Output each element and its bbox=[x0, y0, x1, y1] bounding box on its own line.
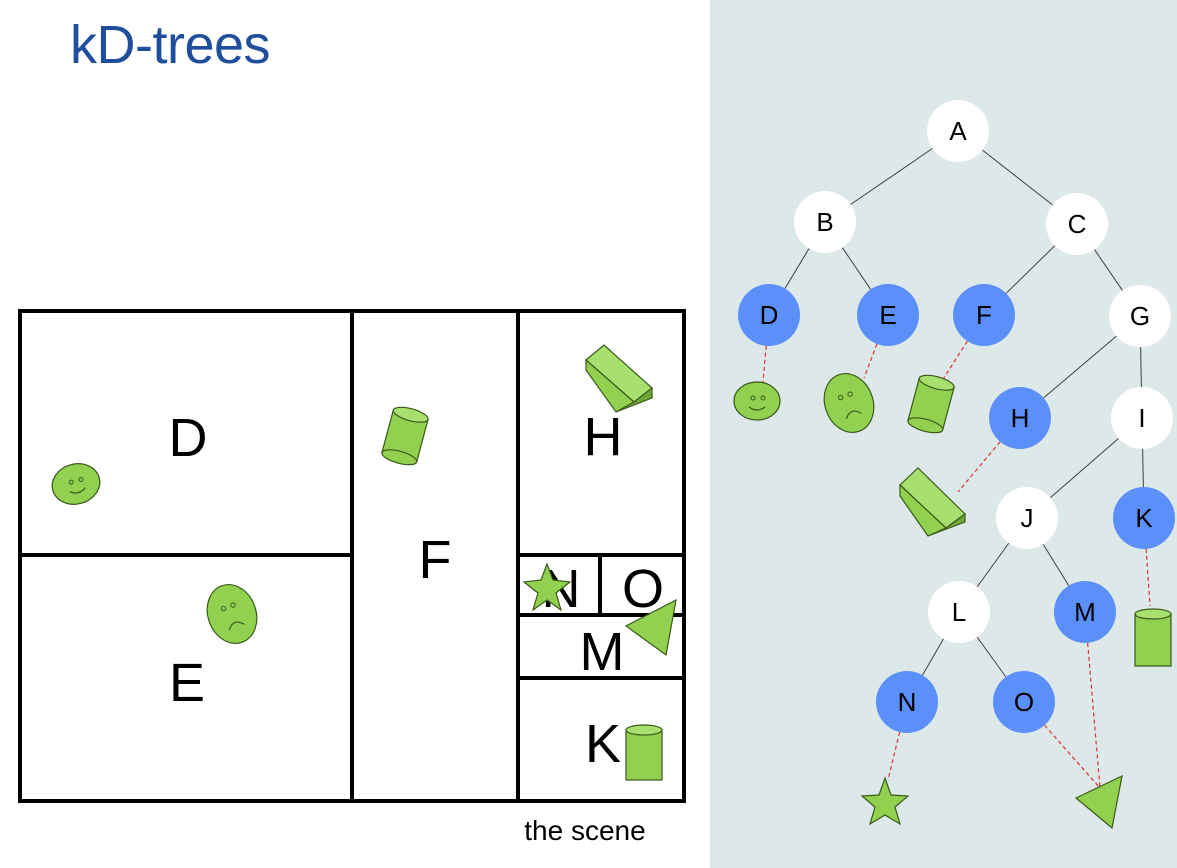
tree-node-l: L bbox=[928, 581, 990, 643]
tree-node-circle bbox=[857, 284, 919, 346]
cylinder-icon bbox=[381, 406, 429, 466]
object-link-d bbox=[762, 345, 767, 383]
object-link-m bbox=[1087, 642, 1101, 789]
tree-node-k: K bbox=[1113, 487, 1175, 549]
tree-node-label: E bbox=[879, 300, 896, 330]
tree-node-circle bbox=[993, 671, 1055, 733]
object-link-h bbox=[957, 441, 1001, 493]
tree-edges bbox=[784, 148, 1144, 678]
tree-node-e: E bbox=[857, 284, 919, 346]
region-label-k: K bbox=[585, 714, 621, 774]
tree-smiley-face-icon bbox=[733, 381, 781, 421]
tree-node-label: I bbox=[1138, 403, 1145, 433]
tree-node-g: G bbox=[1109, 285, 1171, 347]
tree-edge-l-o bbox=[976, 636, 1007, 678]
tree-node-circle bbox=[1054, 581, 1116, 643]
page-title: kD-trees bbox=[70, 15, 271, 75]
tree-edge-i-j bbox=[1050, 437, 1119, 499]
region-label-e: E bbox=[169, 653, 205, 713]
tree-node-circle bbox=[1111, 387, 1173, 449]
tree-node-label: O bbox=[1014, 687, 1034, 717]
tree-edge-j-l bbox=[976, 542, 1010, 588]
object-link-k bbox=[1145, 548, 1151, 607]
tree-node-label: H bbox=[1011, 403, 1030, 433]
tree-edge-a-c bbox=[982, 149, 1053, 206]
tree-node-j: J bbox=[996, 487, 1058, 549]
region-label-h: H bbox=[584, 407, 623, 467]
box-icon bbox=[585, 344, 653, 413]
object-link-f bbox=[939, 340, 968, 385]
tree-box-icon bbox=[899, 467, 966, 537]
tree-node-circle bbox=[794, 191, 856, 253]
tree-edge-c-g bbox=[1094, 249, 1123, 291]
frowny-face-icon bbox=[206, 584, 258, 644]
tree-node-label: L bbox=[952, 597, 966, 627]
tree-edge-b-d bbox=[784, 248, 810, 289]
tree-frowny-face-icon bbox=[823, 373, 875, 433]
tree-node-o: O bbox=[993, 671, 1055, 733]
tree-edge-a-b bbox=[850, 148, 933, 205]
object-links bbox=[762, 340, 1151, 789]
region-label-m: M bbox=[580, 622, 625, 682]
tree-node-circle bbox=[928, 581, 990, 643]
tree-node-label: G bbox=[1130, 301, 1150, 331]
tree-node-h: H bbox=[989, 387, 1051, 449]
tree-nodes: A B C D E F G H I J K L M N O bbox=[738, 100, 1175, 733]
tree-node-f: F bbox=[953, 284, 1015, 346]
tree-node-circle bbox=[927, 100, 989, 162]
region-label-o: O bbox=[622, 559, 664, 619]
tree-edge-l-n bbox=[922, 638, 944, 676]
object-link-e bbox=[863, 343, 878, 379]
object-link-n bbox=[887, 731, 901, 781]
scene-partition bbox=[18, 309, 686, 803]
tree-edge-i-k bbox=[1142, 448, 1144, 488]
star-icon bbox=[522, 562, 572, 612]
tree-edge-c-f bbox=[1005, 245, 1056, 294]
tree-edge-g-h bbox=[1043, 335, 1117, 399]
object-link-o bbox=[1044, 724, 1101, 789]
tree-node-d: D bbox=[738, 284, 800, 346]
tree-star-icon bbox=[860, 776, 910, 826]
tree-node-circle bbox=[989, 387, 1051, 449]
tree-edge-g-i bbox=[1140, 346, 1142, 388]
tree-node-circle bbox=[876, 671, 938, 733]
tree-edge-j-m bbox=[1042, 544, 1070, 586]
tree-node-label: D bbox=[760, 300, 779, 330]
tree-node-a: A bbox=[927, 100, 989, 162]
tree-node-label: A bbox=[949, 116, 967, 146]
tree-node-circle bbox=[1109, 285, 1171, 347]
tree-node-circle bbox=[1113, 487, 1175, 549]
tree-node-circle bbox=[1046, 193, 1108, 255]
tree-node-label: N bbox=[898, 687, 917, 717]
tree-node-label: M bbox=[1074, 597, 1096, 627]
region-label-f: F bbox=[419, 530, 452, 590]
tree-cylinder-icon bbox=[907, 374, 955, 434]
tree-node-label: C bbox=[1068, 209, 1087, 239]
smiley-face-icon bbox=[51, 463, 101, 505]
tree-node-circle bbox=[738, 284, 800, 346]
tree-edge-b-e bbox=[841, 247, 872, 290]
tree-upright-cylinder-icon bbox=[1134, 608, 1172, 667]
tree-node-circle bbox=[996, 487, 1058, 549]
tree-node-m: M bbox=[1054, 581, 1116, 643]
tree-node-label: B bbox=[816, 207, 833, 237]
tree-node-b: B bbox=[794, 191, 856, 253]
tree-node-label: F bbox=[976, 300, 992, 330]
region-label-d: D bbox=[169, 408, 208, 468]
tree-node-label: K bbox=[1135, 503, 1153, 533]
scene-caption: the scene bbox=[524, 815, 645, 846]
tree-node-circle bbox=[953, 284, 1015, 346]
tree-node-i: I bbox=[1111, 387, 1173, 449]
tree-node-label: J bbox=[1021, 503, 1034, 533]
tree-triangle-icon bbox=[1074, 774, 1123, 830]
tree-node-c: C bbox=[1046, 193, 1108, 255]
tree-node-n: N bbox=[876, 671, 938, 733]
upright-cylinder-icon bbox=[625, 724, 663, 781]
triangle-icon bbox=[624, 598, 677, 657]
